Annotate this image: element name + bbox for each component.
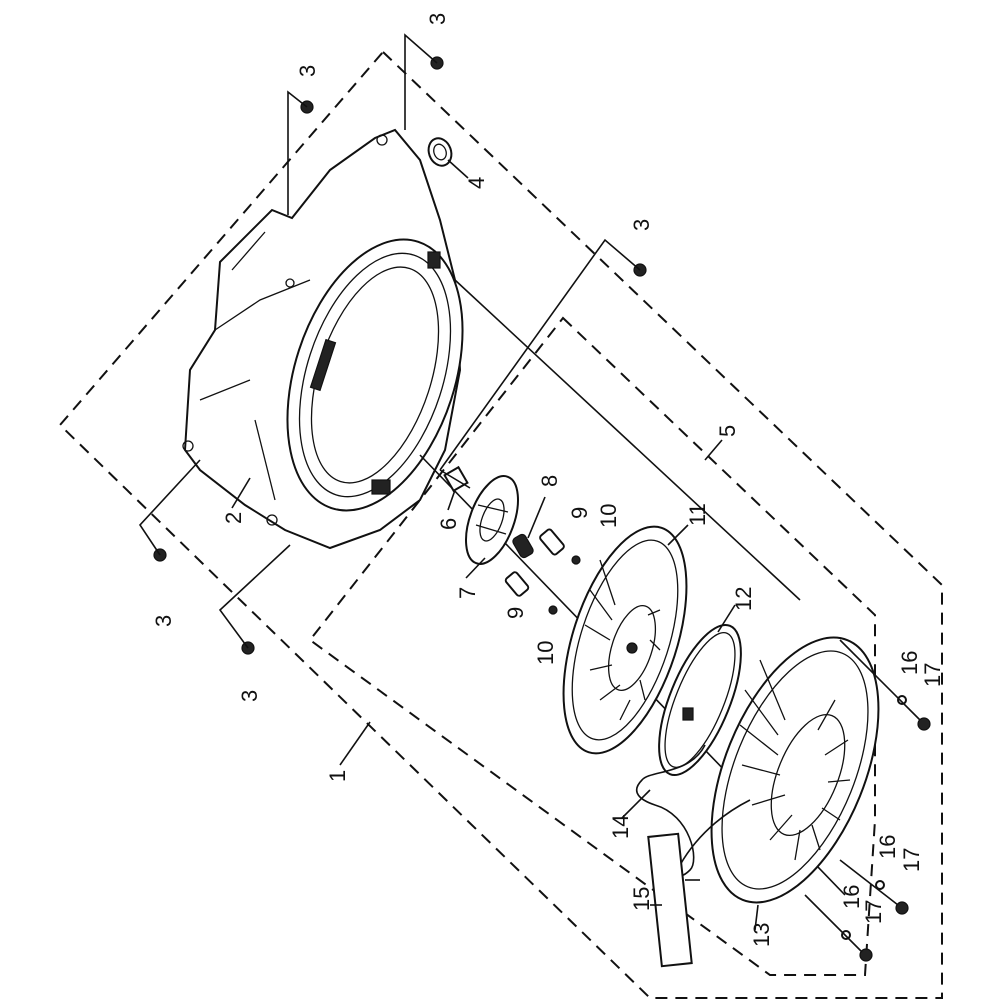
callout-16-c: 16: [839, 885, 864, 909]
callout-7: 7: [455, 587, 480, 599]
leader-7: [465, 557, 486, 579]
callout-3-bottom: 3: [237, 690, 262, 702]
spring-part-10-b: [548, 605, 558, 615]
leader-5: [704, 439, 723, 461]
callout-4: 4: [464, 177, 489, 189]
starter-rope-part-14: [636, 744, 751, 877]
callout-9-b: 9: [503, 607, 528, 619]
callout-17-b: 17: [899, 848, 924, 872]
washer-part-16-b: [875, 880, 885, 890]
housing-to-starter-line: [454, 279, 801, 601]
callout-16-b: 16: [875, 835, 900, 859]
washer-part-16-a: [897, 695, 907, 705]
callout-10-b: 10: [533, 641, 558, 665]
leader-14: [621, 789, 651, 819]
callout-1: 1: [325, 770, 350, 782]
callout-2: 2: [221, 512, 246, 524]
callout-11: 11: [685, 503, 710, 526]
nut-part-17-b: [895, 901, 909, 915]
callout-16-a: 16: [897, 651, 922, 675]
ratchet-plate-part-7: [465, 475, 519, 565]
pawl-part-9-b: [504, 571, 530, 597]
leader-12: [717, 604, 736, 633]
leader-13: [754, 904, 759, 931]
callout-9-a: 9: [567, 507, 592, 519]
bolt-part-3-d: [138, 459, 201, 562]
assembly-boundary-5: [308, 316, 876, 976]
recoil-spring-part-12: [658, 623, 742, 777]
shaft-nut-part-6: [439, 465, 471, 493]
callout-17-a: 17: [920, 663, 945, 687]
callout-17-c: 17: [861, 900, 886, 924]
callout-3-top: 3: [425, 13, 450, 25]
nut-part-17-c: [859, 948, 873, 962]
leader-1: [339, 721, 371, 766]
leader-6: [447, 489, 456, 511]
callout-6: 6: [436, 518, 461, 530]
callout-5: 5: [715, 425, 740, 437]
callout-3-left: 3: [151, 615, 176, 627]
nut-part-17-a: [917, 717, 931, 731]
bolt-part-3-b: [287, 90, 314, 215]
grommet-part-4: [427, 137, 453, 167]
callout-12: 12: [731, 587, 756, 611]
bolt-part-3-e: [218, 544, 291, 655]
callout-3-upper-left: 3: [295, 65, 320, 77]
leader-8: [527, 496, 546, 539]
callout-15: 15: [629, 887, 654, 911]
callout-8: 8: [537, 475, 562, 487]
assembly-boundary-1: [58, 50, 943, 999]
leader-11: [667, 524, 689, 546]
bolt-part-3-c: [439, 238, 647, 471]
starter-handle-part-15: [647, 832, 700, 968]
starter-case-part-13: [710, 636, 880, 904]
callout-3-right: 3: [629, 219, 654, 231]
leader-2: [231, 477, 251, 509]
callout-13: 13: [749, 923, 774, 947]
pawl-part-9-a: [539, 528, 565, 556]
leader-4: [447, 159, 469, 179]
spring-part-8: [512, 533, 534, 559]
reel-pulley-part-11: [562, 525, 688, 755]
callout-14: 14: [608, 815, 633, 839]
spring-part-10-a: [571, 555, 581, 565]
callout-10-a: 10: [596, 504, 621, 528]
blower-housing: [182, 128, 464, 550]
bolt-part-3-a: [404, 33, 444, 130]
